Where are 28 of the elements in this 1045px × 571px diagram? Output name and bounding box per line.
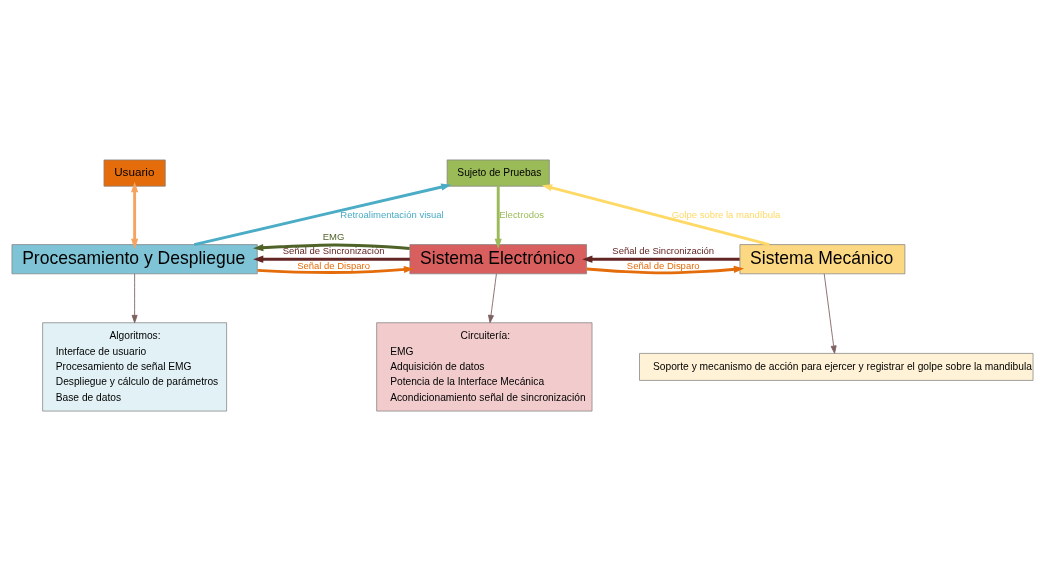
node-box: Sistema Electrónico: [409, 244, 587, 275]
edge-label: EMG: [322, 230, 345, 242]
node-box: Circuitería: EMG Adquisición de datos Potencia de la Interface Mecánica Acondicionamiento señal de sincronización: [376, 322, 593, 412]
edge-label: Electrodos: [499, 208, 544, 220]
arrow: [257, 265, 415, 274]
node-box: Usuario: [103, 159, 166, 187]
node-box: Procesamiento y Despliegue: [11, 244, 258, 275]
edge-label: Señal de Sincronización: [612, 245, 715, 257]
arrow: [541, 184, 770, 246]
node-box: Sujeto de Pruebas: [446, 159, 550, 187]
edge-label: Señal de Sincronización: [282, 245, 385, 257]
node-box: Soporte y mecanismo de acción para ejercer y registrar el golpe sobre la mandibula: [639, 353, 1034, 381]
arrow: [494, 186, 502, 249]
arrow: [253, 243, 410, 252]
edge-label: Golpe sobre la mandíbula: [671, 208, 781, 220]
arrow: [131, 181, 139, 249]
node-box: Algoritmos: Interface de usuario Procesamiento de señal EMG Despliegue y cálculo de parámetros Base de datos: [42, 322, 227, 412]
arrow: [193, 183, 452, 247]
edge-label: Señal de Disparo: [626, 260, 700, 271]
arrow: [823, 273, 837, 354]
node-box: Sistema Mecánico: [739, 244, 906, 275]
arrow: [582, 255, 740, 263]
edge-label: Señal de Disparo: [297, 260, 370, 271]
arrow: [586, 265, 745, 275]
arrow: [253, 255, 410, 263]
arrow: [488, 273, 497, 324]
arrow: [131, 273, 138, 324]
edge-label: Retroalimentación visual: [340, 208, 444, 220]
